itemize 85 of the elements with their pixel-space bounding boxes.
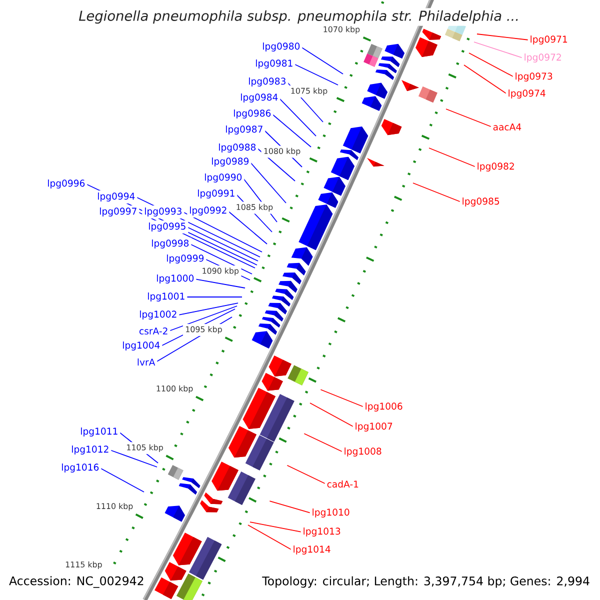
- leader-line: [100, 468, 144, 492]
- gene-label: lpg0973: [516, 72, 552, 82]
- gene-label: csrA-2: [140, 328, 168, 335]
- leader-line: [468, 52, 514, 78]
- gene-label: lpg0972: [524, 54, 561, 62]
- leader-line: [474, 42, 524, 58]
- leader-line: [476, 34, 530, 40]
- leader-line: [256, 148, 296, 182]
- gene-label: lpg1004: [123, 342, 160, 350]
- gene-label: lpg1010: [312, 508, 350, 518]
- leader-line: [269, 500, 312, 514]
- leader-line: [236, 194, 272, 232]
- gene-label: lpg1012: [72, 446, 108, 454]
- gene-label: aacA4: [493, 124, 522, 130]
- gene-label: lpg1014: [294, 546, 330, 554]
- leader-line: [118, 432, 158, 464]
- gene-label: lpg0981: [256, 60, 292, 68]
- gene-label: lpg0989: [212, 158, 249, 166]
- gene-label: lpg0994: [98, 192, 135, 202]
- leader-line: [190, 244, 252, 274]
- leader-line: [464, 64, 508, 94]
- gene-label: lpg0974: [508, 90, 546, 98]
- leader-line: [86, 184, 258, 266]
- gene-label: lpg0986: [234, 110, 271, 118]
- gene-label: lpg0990: [205, 174, 242, 182]
- gene-label: lpg0983: [249, 78, 286, 86]
- gene-label: lpg1011: [81, 428, 118, 436]
- gene-label: lpg0988: [219, 144, 256, 152]
- gene-label: lpg1006: [366, 402, 402, 412]
- leader-line: [300, 46, 344, 74]
- gene-label: lpg0995: [149, 222, 186, 232]
- gene-label: lpg1016: [62, 464, 99, 472]
- gene-label: lpg0984: [241, 94, 278, 102]
- gene-label: lpg0982: [478, 162, 514, 172]
- gene-label: lpg1001: [148, 292, 184, 302]
- leader-line: [168, 306, 238, 332]
- leader-line: [187, 296, 242, 298]
- genome-summary: Topology: circular; Length: 3,397,754 bp; Genes: 2,994: [262, 576, 590, 588]
- leader-line: [264, 130, 302, 168]
- leader-line: [228, 210, 268, 244]
- leader-line: [194, 278, 246, 288]
- leader-line: [278, 98, 316, 136]
- leader-line: [320, 389, 364, 408]
- gene-label: cadA-1: [327, 480, 358, 488]
- gene-label: lpg1002: [140, 310, 176, 320]
- gene-label: lpg0985: [462, 198, 500, 206]
- gene-label: lpg1000: [157, 274, 194, 284]
- gene-label: lpg0987: [226, 126, 262, 134]
- gene-label: lpg1013: [304, 528, 340, 536]
- leader-line: [250, 522, 302, 532]
- gene-label: lpg0993: [145, 208, 182, 216]
- leader-line: [242, 178, 278, 222]
- leader-line: [294, 64, 338, 86]
- gene-label: lpg1008: [344, 448, 382, 456]
- leader-line: [428, 148, 476, 168]
- leader-line: [272, 114, 312, 148]
- gene-label: lpg0991: [198, 190, 234, 198]
- leader-line: [136, 196, 260, 258]
- map-title: Legionella pneumophila subsp. pneumophila str. Philadelphia ...: [78, 10, 518, 24]
- leader-line: [446, 108, 492, 128]
- leader-line: [286, 464, 326, 484]
- leader-line: [250, 162, 286, 204]
- leader-line: [412, 182, 462, 202]
- gene-label: lpg0980: [263, 42, 300, 52]
- leader-line: [178, 302, 238, 316]
- leader-line: [204, 258, 250, 280]
- gene-label: lpg0971: [530, 36, 567, 44]
- leader-line: [248, 524, 292, 550]
- leader-line: [138, 212, 256, 268]
- gene-label: lpg0992: [190, 206, 226, 216]
- gene-label: lpg1007: [356, 422, 392, 432]
- leader-line: [310, 402, 354, 428]
- gene-label: lpg0996: [48, 180, 85, 188]
- gene-label: lpg0998: [152, 240, 189, 248]
- accession-label: Accession: NC_002942: [9, 576, 144, 588]
- gene-label: lpg0999: [167, 254, 204, 264]
- leader-line: [286, 82, 324, 122]
- leader-line: [182, 212, 262, 252]
- leader-line: [160, 308, 236, 346]
- leader-line: [186, 226, 258, 262]
- leader-line: [110, 450, 158, 468]
- gene-label: lvrA: [138, 358, 156, 366]
- leader-line: [156, 316, 232, 362]
- gene-label: lpg0997: [100, 208, 136, 216]
- leader-line: [304, 433, 344, 452]
